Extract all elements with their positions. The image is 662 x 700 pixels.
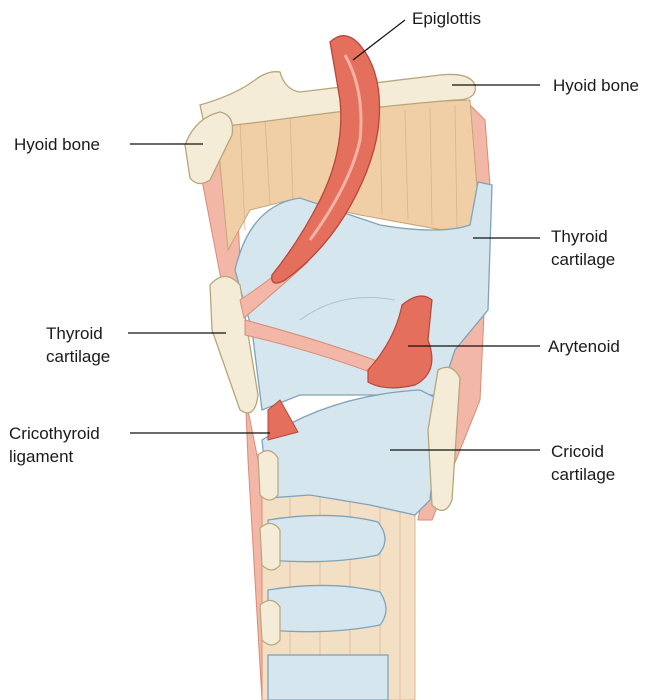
label-hyoid-bone-left: Hyoid bone (14, 133, 100, 156)
label-cricothyroid-ligament: Cricothyroid ligament (9, 422, 100, 468)
label-epiglottis: Epiglottis (412, 7, 481, 30)
tracheal-ring-2 (268, 585, 386, 631)
tracheal-ring-1 (268, 515, 385, 561)
label-thyroid-cartilage-right: Thyroid cartilage (551, 225, 615, 271)
cricoid-cartilage (262, 390, 440, 515)
label-arytenoid: Arytenoid (548, 335, 620, 358)
label-thyroid-cartilage-left: Thyroid cartilage (46, 322, 110, 368)
ring-edge-2 (260, 523, 280, 570)
ring-edge-3 (260, 600, 280, 645)
tracheal-ring-3 (268, 655, 388, 700)
leader-epiglottis (353, 20, 405, 60)
ring-edge-1 (258, 451, 278, 500)
label-hyoid-bone-right: Hyoid bone (553, 74, 639, 97)
label-cricoid-cartilage: Cricoid cartilage (551, 440, 615, 486)
